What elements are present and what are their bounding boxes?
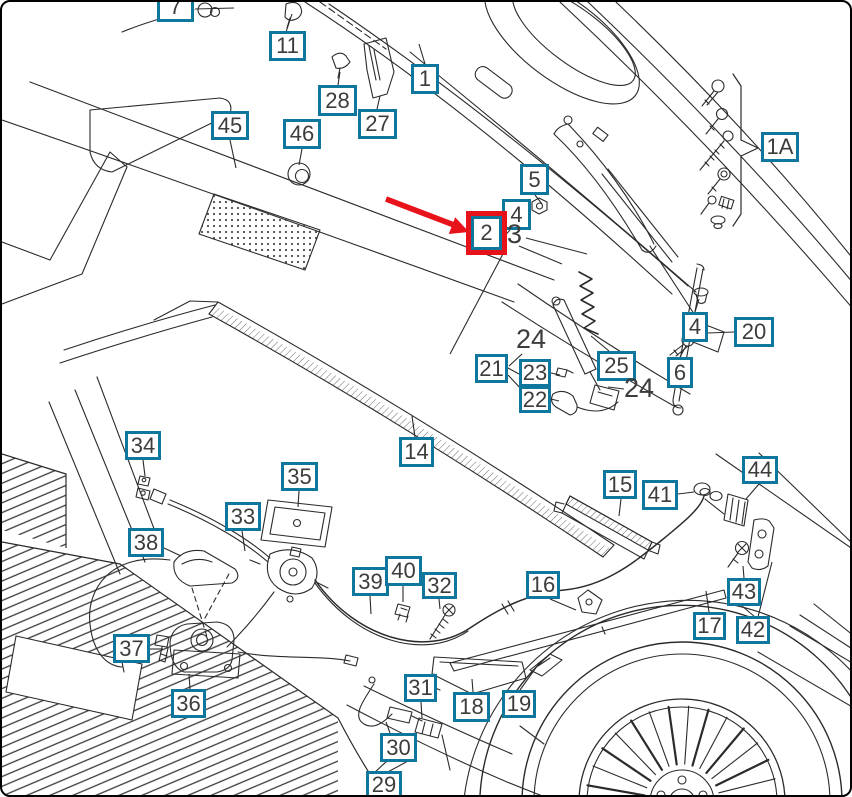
callout-39[interactable]: 39 <box>352 567 389 596</box>
callout-17[interactable]: 17 <box>693 612 726 640</box>
callout-31[interactable]: 31 <box>404 674 437 702</box>
callout-14[interactable]: 14 <box>399 437 434 467</box>
callout-7[interactable]: 7 <box>157 2 194 22</box>
front-grille <box>2 453 385 795</box>
highlight-arrow <box>385 196 469 234</box>
callout-1A[interactable]: 1A <box>761 132 799 162</box>
callout-4[interactable]: 4 <box>502 199 531 230</box>
callout-37[interactable]: 37 <box>113 634 150 663</box>
callout-33[interactable]: 33 <box>225 502 261 531</box>
callout-22[interactable]: 22 <box>519 386 551 413</box>
callout-18[interactable]: 18 <box>453 692 490 722</box>
callout-28[interactable]: 28 <box>318 85 357 116</box>
part-number-3: 3 <box>507 219 523 249</box>
callout-5[interactable]: 5 <box>520 164 549 195</box>
callout-30[interactable]: 30 <box>380 733 417 762</box>
callout-11[interactable]: 11 <box>269 31 306 61</box>
callout-44[interactable]: 44 <box>742 456 778 484</box>
callout-46[interactable]: 46 <box>283 119 321 149</box>
callout-4[interactable]: 4 <box>682 312 708 342</box>
callout-32[interactable]: 32 <box>422 572 457 599</box>
callout-41[interactable]: 41 <box>642 480 678 510</box>
callout-40[interactable]: 40 <box>385 556 422 586</box>
callout-43[interactable]: 43 <box>727 578 761 606</box>
callout-2-highlighted[interactable]: 2 <box>466 211 507 255</box>
callout-35[interactable]: 35 <box>281 462 318 491</box>
callout-16[interactable]: 16 <box>526 571 560 599</box>
callout-42[interactable]: 42 <box>736 616 770 644</box>
part-number-24: 24 <box>516 324 547 354</box>
callout-36[interactable]: 36 <box>171 689 206 718</box>
callout-34[interactable]: 34 <box>125 431 161 460</box>
leader-lines <box>142 7 773 774</box>
callout-1[interactable]: 1 <box>411 64 439 94</box>
callout-45[interactable]: 45 <box>211 111 249 140</box>
callout-21[interactable]: 21 <box>475 354 508 383</box>
callout-20[interactable]: 20 <box>734 317 774 347</box>
callout-38[interactable]: 38 <box>128 528 164 557</box>
callout-27[interactable]: 27 <box>358 109 397 139</box>
callout-15[interactable]: 15 <box>603 470 637 499</box>
callout-6[interactable]: 6 <box>667 357 693 388</box>
callout-23[interactable]: 23 <box>519 359 551 387</box>
callout-19[interactable]: 19 <box>502 690 536 718</box>
callout-29[interactable]: 29 <box>366 771 402 795</box>
callout-25[interactable]: 25 <box>597 351 636 381</box>
part-number-24: 24 <box>624 373 655 403</box>
